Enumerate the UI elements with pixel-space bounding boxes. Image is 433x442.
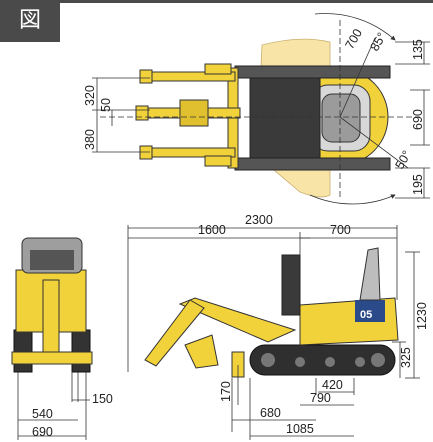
dim-170: 170 [219, 381, 233, 402]
dim-790: 790 [310, 391, 331, 405]
figure-tag: 図 [0, 0, 60, 42]
dim-680: 680 [260, 406, 281, 420]
dim-690-top: 690 [411, 109, 425, 130]
side-view-labels: 2300 1600 700 1230 325 170 420 790 680 1… [198, 213, 429, 436]
dim-1085: 1085 [286, 422, 314, 436]
dim-195: 195 [411, 174, 425, 195]
dim-540: 540 [32, 407, 53, 421]
dim-380: 380 [83, 129, 97, 150]
side-bucket [184, 334, 219, 369]
dim-50-left: 50 [99, 98, 113, 112]
dim-angle-85: 85° [367, 30, 389, 53]
dim-2300: 2300 [245, 213, 273, 227]
top-view [92, 13, 430, 205]
dim-1600: 1600 [198, 223, 226, 237]
dim-700-side: 700 [330, 223, 351, 237]
dim-150: 150 [92, 392, 113, 406]
dim-690-front: 690 [32, 425, 53, 439]
dim-325: 325 [399, 347, 413, 368]
upper-body [249, 77, 321, 159]
dim-320: 320 [83, 85, 97, 106]
front-track-right [71, 329, 91, 373]
side-arm [144, 299, 205, 367]
boom-positions [135, 63, 241, 167]
dim-420: 420 [322, 378, 343, 392]
side-track [249, 344, 396, 376]
dim-135: 135 [411, 39, 425, 60]
front-blade [11, 351, 93, 365]
side-boom [178, 297, 297, 343]
track-upper [234, 65, 391, 79]
front-track-left [13, 329, 33, 373]
front-view [11, 237, 93, 440]
header-rule [60, 0, 433, 3]
dim-1230: 1230 [415, 302, 429, 330]
track-lower [234, 157, 391, 171]
front-view-labels: 150 540 690 [32, 392, 113, 439]
model-badge: 05 [360, 309, 372, 321]
dim-700-top: 700 [342, 26, 365, 51]
front-boom [42, 279, 60, 356]
side-view: 05 [127, 225, 420, 440]
